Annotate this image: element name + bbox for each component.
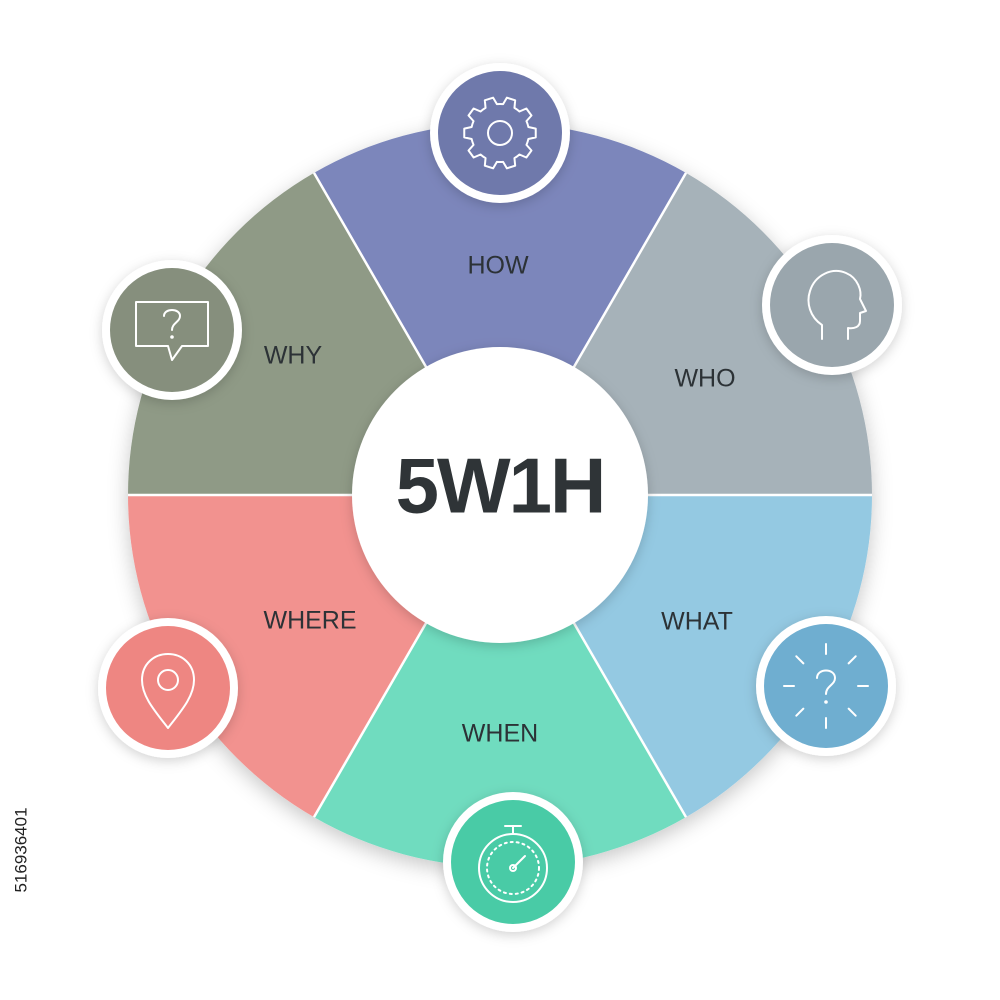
badge-who bbox=[762, 235, 902, 375]
badge-how bbox=[430, 63, 570, 203]
segment-labels: HOW WHO WHAT WHEN WHERE WHY bbox=[263, 252, 735, 748]
segment-when bbox=[314, 495, 686, 867]
center-title: 5W1H bbox=[396, 442, 605, 530]
badge-fill bbox=[764, 624, 888, 748]
segment-how bbox=[314, 122, 686, 495]
label-why: WHY bbox=[264, 342, 323, 370]
icon-badges bbox=[98, 63, 902, 932]
badge-what bbox=[756, 616, 896, 756]
label-when: WHEN bbox=[462, 720, 538, 748]
stock-id: 516936401 bbox=[11, 807, 30, 892]
label-how: HOW bbox=[467, 252, 529, 280]
location-pin-icon bbox=[141, 653, 195, 729]
gear-icon bbox=[463, 96, 537, 170]
badge-where bbox=[98, 618, 238, 758]
badge-fill bbox=[451, 800, 575, 924]
question-burst-icon bbox=[783, 643, 869, 729]
badge-when bbox=[443, 792, 583, 932]
badge-fill bbox=[438, 71, 562, 195]
center-circle bbox=[352, 347, 648, 643]
badge-fill bbox=[106, 626, 230, 750]
badge-why bbox=[102, 260, 242, 400]
label-where: WHERE bbox=[263, 607, 356, 635]
question-bubble-icon bbox=[135, 301, 209, 361]
label-what: WHAT bbox=[661, 608, 733, 636]
badge-fill bbox=[770, 243, 894, 367]
head-profile-icon bbox=[807, 270, 867, 340]
stopwatch-icon bbox=[478, 825, 548, 903]
label-who: WHO bbox=[674, 365, 735, 393]
